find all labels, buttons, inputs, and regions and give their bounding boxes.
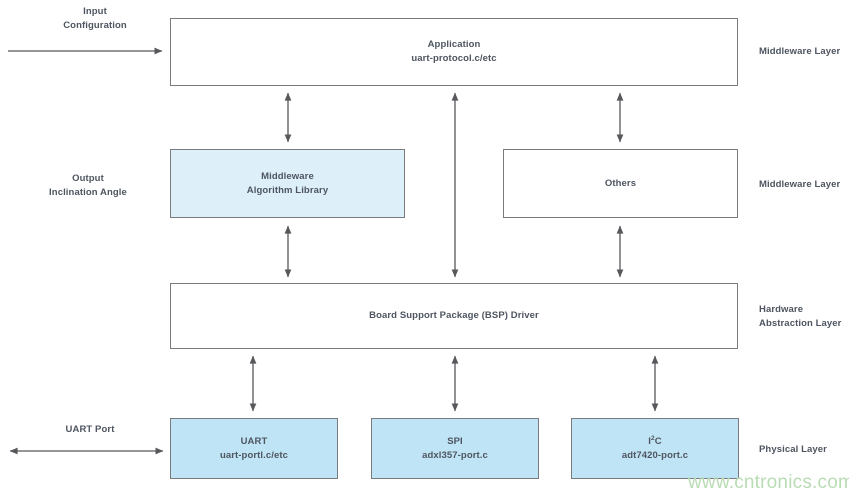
box-application-title: Application (427, 39, 481, 51)
box-uart-subtitle: uart-portl.c/etc (219, 449, 289, 461)
box-spi-subtitle: adxl357-port.c (422, 449, 488, 461)
box-middleware-algorithm-library[interactable]: Middleware Algorithm Library (170, 149, 405, 218)
box-others[interactable]: Others (503, 149, 738, 218)
edge-label-output-line1: Output (72, 173, 104, 184)
box-middleware-subtitle: Algorithm Library (246, 184, 329, 196)
edge-label-output-line2: Inclination Angle (49, 187, 127, 199)
layer-label-physical: Physical Layer (759, 443, 827, 457)
layer-label-middleware-mid-text: Middleware Layer (759, 179, 841, 190)
layer-label-physical-text: Physical Layer (759, 444, 827, 455)
edge-label-input-configuration-line2: Configuration (63, 20, 127, 32)
box-middleware-title: Middleware (261, 170, 314, 182)
box-i2c-title-pre: I (648, 435, 652, 447)
edge-label-output-inclination-angle: Output Inclination Angle (18, 172, 158, 201)
edge-label-input-configuration-line1: Input (83, 6, 107, 17)
box-spi[interactable]: SPI adxl357-port.c (371, 418, 539, 479)
layer-label-middleware-top: Middleware Layer (759, 45, 840, 59)
box-i2c-title-superscript: 2 (651, 434, 655, 442)
box-application-subtitle: uart-protocol.c/etc (411, 53, 497, 64)
box-i2c[interactable]: I2C adt7420-port.c (571, 418, 739, 479)
box-uart-title: UART (240, 435, 268, 447)
layer-label-hardware-abstraction-line2: Abstraction Layer (759, 318, 842, 330)
box-bsp-driver-title: Board Support Package (BSP) Driver (369, 310, 539, 322)
box-i2c-title-post: C (654, 435, 662, 447)
edge-label-uart-port: UART Port (20, 423, 160, 437)
layer-label-hardware-abstraction: Hardware Abstraction Layer (759, 303, 841, 332)
edge-label-input-configuration: Input Configuration (30, 5, 160, 34)
edge-label-uart-port-text: UART Port (65, 424, 115, 435)
watermark-text: www.cntronics.com (688, 472, 849, 493)
watermark: www.cntronics.com (688, 472, 849, 494)
box-i2c-title: I2C (648, 435, 661, 449)
layer-label-middleware-top-text: Middleware Layer (759, 46, 841, 57)
layer-label-middleware-mid: Middleware Layer (759, 178, 840, 192)
box-bsp-driver[interactable]: Board Support Package (BSP) Driver (170, 283, 738, 349)
box-i2c-subtitle: adt7420-port.c (621, 449, 689, 461)
box-application[interactable]: Application uart-protocol.c/etc (170, 18, 738, 86)
box-uart[interactable]: UART uart-portl.c/etc (170, 418, 338, 479)
box-others-title: Others (604, 177, 637, 189)
box-spi-title: SPI (447, 435, 463, 447)
layer-label-hardware-abstraction-line1: Hardware (759, 304, 804, 315)
